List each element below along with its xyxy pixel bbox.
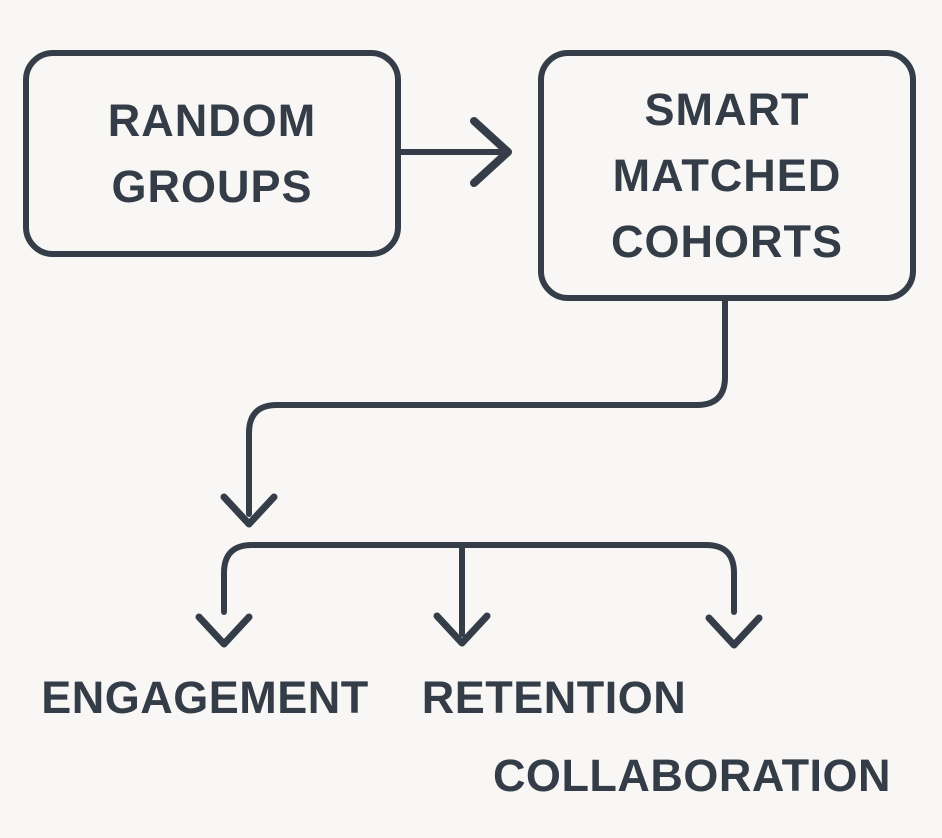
branch-bracket-shaft — [221, 542, 737, 615]
node-random-groups-label-line: GROUPS — [111, 160, 313, 212]
arrowhead-down-middle-icon — [433, 612, 491, 647]
arrowhead-down-left-icon — [195, 613, 253, 648]
outcome-label-engagement: ENGAGEMENT — [41, 672, 369, 723]
node-smart-matched-cohorts-label-line: MATCHED — [612, 149, 842, 201]
node-smart-matched-cohorts-label-line: SMART — [644, 83, 810, 135]
node-random-groups: RANDOM GROUPS — [23, 50, 401, 257]
node-smart-matched-cohorts: SMART MATCHED COHORTS — [538, 50, 916, 301]
outcome-label-retention: RETENTION — [421, 672, 687, 723]
arrowhead-down-icon — [220, 493, 278, 528]
arrowhead-right-icon — [470, 117, 512, 187]
node-smart-matched-cohorts-label-line: COHORTS — [611, 215, 843, 267]
node-random-groups-label-line: RANDOM — [107, 94, 317, 146]
arrowhead-down-right-icon — [705, 614, 763, 649]
edge-elbow-shaft — [246, 297, 728, 517]
outcome-label-collaboration: COLLABORATION — [492, 750, 892, 801]
